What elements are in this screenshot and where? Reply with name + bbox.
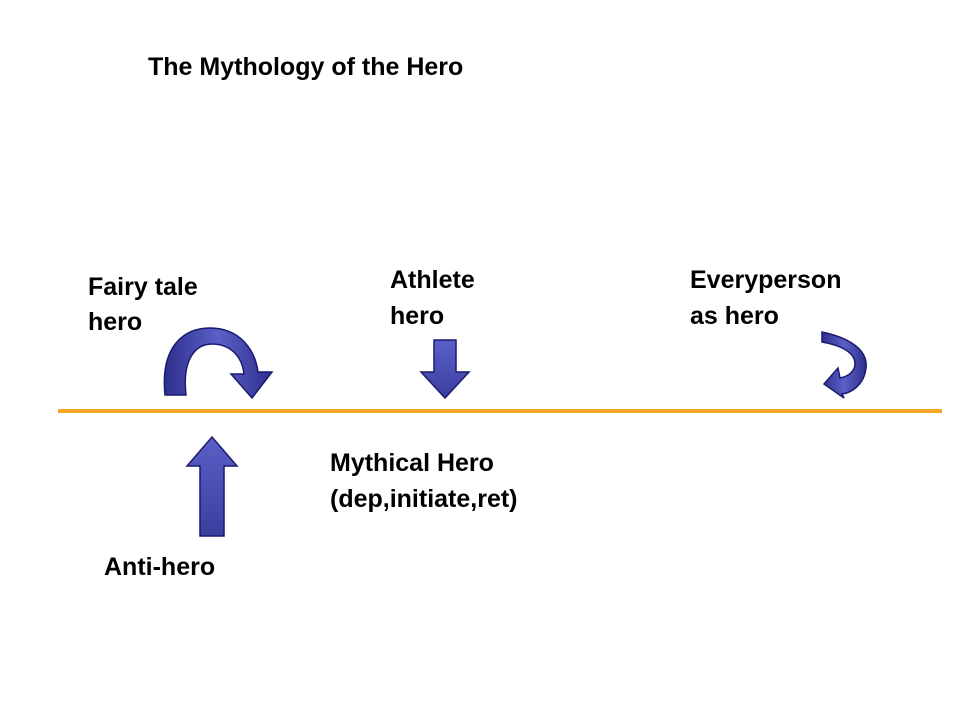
slide-title: The Mythology of the Hero	[148, 53, 464, 81]
label-fairy-tale-hero: Fairy tale hero	[88, 273, 198, 336]
curved-arrow-return-icon	[821, 331, 867, 399]
up-arrow-icon	[185, 435, 239, 537]
label-anti-hero: Anti-hero	[104, 553, 216, 581]
label-athlete-hero: Athlete hero	[390, 266, 475, 331]
label-everyperson-hero: Everyperson as hero	[690, 266, 842, 331]
down-arrow-icon	[419, 339, 471, 400]
label-mythical-hero: Mythical Hero (dep,initiate,ret)	[330, 449, 518, 514]
curved-arrow-arc-icon	[163, 327, 274, 400]
